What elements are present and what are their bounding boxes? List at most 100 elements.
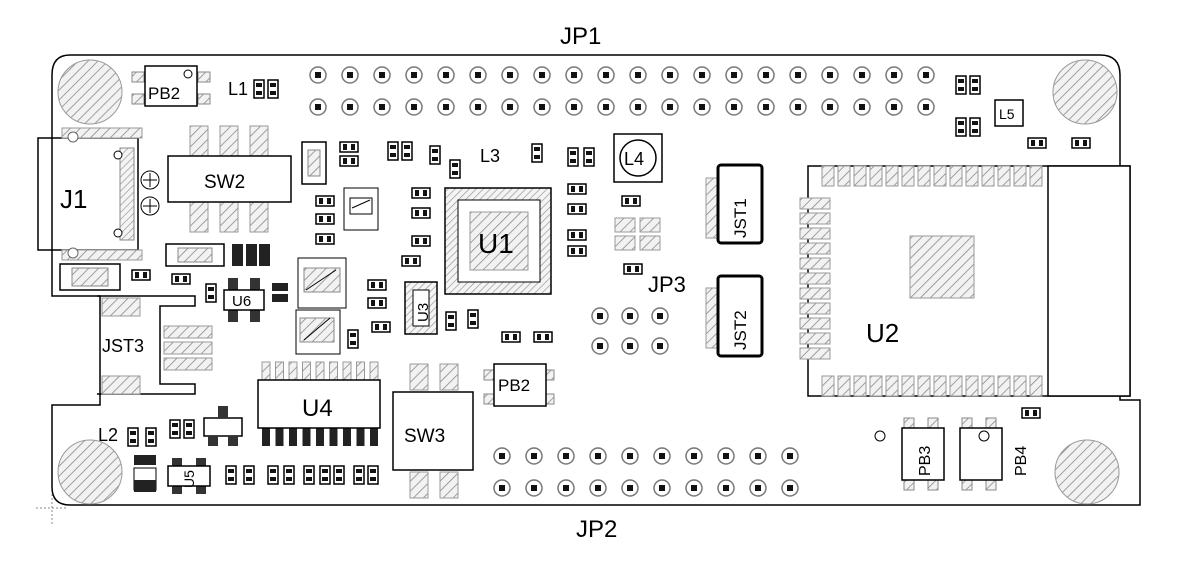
u2-pad (799, 347, 831, 360)
header-pin (501, 66, 519, 84)
smd-passive (145, 427, 157, 447)
u4-chip (257, 361, 381, 446)
smd-passive (205, 283, 217, 303)
header-pin (469, 66, 487, 84)
u2-pad (1029, 165, 1043, 187)
u2-pad (965, 375, 979, 397)
header-pin (885, 66, 903, 84)
smd-passive (401, 141, 413, 161)
header-pin (821, 66, 839, 84)
pb2-top-button (131, 65, 211, 107)
header-pin (853, 98, 871, 116)
smd-passive (1027, 137, 1047, 149)
origin-crosshair (36, 494, 66, 524)
smd-passive (533, 331, 553, 343)
jp3-header-pins (591, 307, 669, 355)
u5-chip (167, 458, 211, 494)
u2-pad (933, 165, 947, 187)
header-pin (533, 66, 551, 84)
u2-pad (821, 165, 835, 187)
pb2-top-label: PB2 (148, 84, 180, 103)
header-pin (591, 337, 609, 355)
u2-pad (799, 212, 831, 225)
smd-passive (969, 117, 981, 137)
jp3-label: JP3 (648, 272, 686, 297)
u1-chip (444, 187, 552, 295)
smd-passive (171, 273, 191, 285)
u4-label: U4 (302, 395, 333, 422)
l5-inductor (994, 99, 1024, 127)
header-pin (405, 98, 423, 116)
smd-passive (267, 465, 279, 485)
smd-passive (411, 187, 431, 199)
smd-components (127, 75, 1091, 485)
header-pin (651, 307, 669, 325)
u2-pad (901, 165, 915, 187)
jst3-connector (97, 295, 213, 395)
header-pin (653, 479, 671, 497)
header-pin (749, 479, 767, 497)
smd-passive (501, 331, 521, 343)
smd-passive (1021, 407, 1041, 419)
sot23-transistor (203, 406, 243, 446)
header-pin (589, 447, 607, 465)
smd-passive (531, 143, 543, 163)
u2-pad (949, 165, 963, 187)
smd-passive (401, 255, 421, 267)
header-pin (533, 98, 551, 116)
u2-pad (885, 165, 899, 187)
header-pin (651, 337, 669, 355)
smd-passive (567, 147, 579, 167)
u2-pad (917, 165, 931, 187)
header-pin (373, 98, 391, 116)
smd-passive (367, 297, 387, 309)
j1-usb-connector (37, 127, 160, 261)
smd-passive (131, 269, 151, 281)
u2-pad (997, 165, 1011, 187)
u2-pad (885, 375, 899, 397)
l4-inductor (613, 133, 663, 183)
header-pin (525, 479, 543, 497)
u2-pad (981, 165, 995, 187)
smd-passive (225, 465, 237, 485)
smd-passive (387, 141, 399, 161)
smd-passive (127, 427, 139, 447)
smd-passive (411, 207, 431, 219)
smd-passive (429, 145, 441, 165)
jp1-label: JP1 (560, 23, 601, 50)
u2-pad (799, 302, 831, 315)
smd-passive (567, 183, 587, 195)
smd-passive (969, 75, 981, 95)
header-pin (789, 66, 807, 84)
header-pin (309, 98, 327, 116)
u2-module (799, 165, 1131, 397)
smd-passive (183, 419, 195, 439)
smd-passive (623, 263, 643, 275)
u3-chip (404, 281, 438, 335)
header-pin (565, 98, 583, 116)
header-pin (821, 98, 839, 116)
header-pin (885, 98, 903, 116)
smd-passive (303, 465, 315, 485)
u2-pad (981, 375, 995, 397)
header-pin (629, 98, 647, 116)
pb2-middle-button (483, 363, 555, 407)
pb2-middle-label: PB2 (498, 376, 530, 395)
sw2-label: SW2 (204, 172, 245, 193)
u2-pad (901, 375, 915, 397)
header-pin (565, 66, 583, 84)
smd-passive (315, 233, 335, 245)
smd-passive (253, 79, 265, 99)
smd-passive (339, 155, 359, 167)
header-pin (405, 66, 423, 84)
smd-passive (955, 117, 967, 137)
l2-label: L2 (98, 425, 118, 445)
jst3-label: JST3 (102, 336, 144, 356)
jst2-connector (705, 274, 764, 358)
header-pin (781, 479, 799, 497)
smd-passive (445, 311, 457, 331)
header-pin (597, 98, 615, 116)
smd-passive (315, 213, 335, 225)
smd-passive (449, 159, 461, 179)
board-outline (51, 54, 1141, 506)
